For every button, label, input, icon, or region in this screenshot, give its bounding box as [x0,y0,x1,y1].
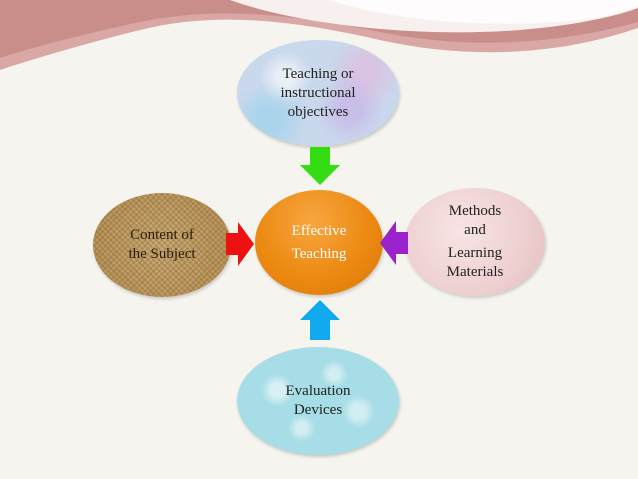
node-text-line: Learning [447,245,503,261]
decorative-banner [0,0,638,70]
arrow-down-icon [300,147,340,185]
node-text-line: Teaching or [282,65,354,82]
node-methods-materials: Methods and Learning Materials [405,188,545,296]
node-text-line: Teaching [291,245,347,262]
node-evaluation-devices: Evaluation Devices [237,347,399,455]
node-text-line: Effective [291,222,347,239]
arrow-left-icon [380,221,408,265]
node-text-line: and [464,222,486,238]
node-text-line: instructional [280,84,356,101]
node-text-line: Methods [448,203,502,219]
node-text-line: Content of [130,227,194,243]
node-text-line: Evaluation [285,383,351,399]
node-text-line: Devices [293,402,343,418]
node-text-line: objectives [287,103,349,120]
arrow-up-icon [300,300,340,340]
node-text-line: the Subject [128,246,196,262]
node-effective-teaching: Effective Teaching [255,190,383,295]
node-text-line: Materials [446,264,504,280]
arrow-right-icon [226,222,254,266]
node-content-subject: Content of the Subject [93,193,231,297]
node-teaching-objectives: Teaching or instructional objectives [237,40,399,146]
